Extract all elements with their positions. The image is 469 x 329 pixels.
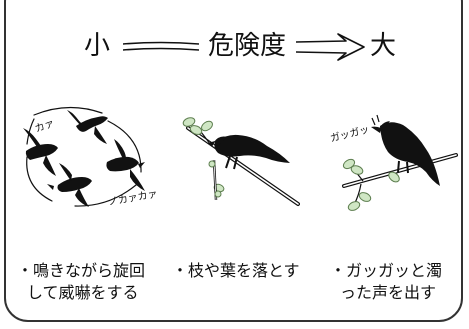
- crow-dropping-branches-drawing: [182, 117, 300, 206]
- crow-left-icon: [23, 128, 58, 176]
- equals-line-icon: [123, 41, 199, 51]
- circling-crows-drawing: [23, 106, 145, 207]
- caption-line: して威嚇をする: [27, 283, 139, 302]
- crow-icon: [208, 134, 290, 170]
- leaf-icon: [182, 117, 225, 193]
- crow-right-icon: [106, 139, 145, 191]
- double-arrow-right-icon: [296, 33, 365, 61]
- dropped-twig-icon: [208, 159, 222, 201]
- leaf-icon: [342, 158, 400, 211]
- danger-scale-small-label: 小: [84, 31, 111, 61]
- crow-calling-drawing: [342, 114, 458, 211]
- danger-scale-title: 危険度: [208, 31, 287, 61]
- caption-line: ・枝や葉を落とす: [172, 261, 300, 280]
- caption-dropping: ・枝や葉を落とす: [172, 260, 307, 282]
- caption-line: ・ガッガッと濁: [330, 261, 443, 280]
- crow-bottom-icon: [47, 163, 92, 207]
- caption-line: った声を出す: [340, 283, 437, 302]
- danger-scale-large-label: 大: [370, 31, 397, 61]
- crow-top-icon: [67, 110, 108, 144]
- caption-circling: ・鳴きながら旋回 して威嚇をする: [17, 260, 157, 304]
- crow-icon: [371, 121, 440, 186]
- caption-line: ・鳴きながら旋回: [17, 261, 146, 280]
- caption-calling: ・ガッガッと濁 った声を出す: [330, 260, 460, 304]
